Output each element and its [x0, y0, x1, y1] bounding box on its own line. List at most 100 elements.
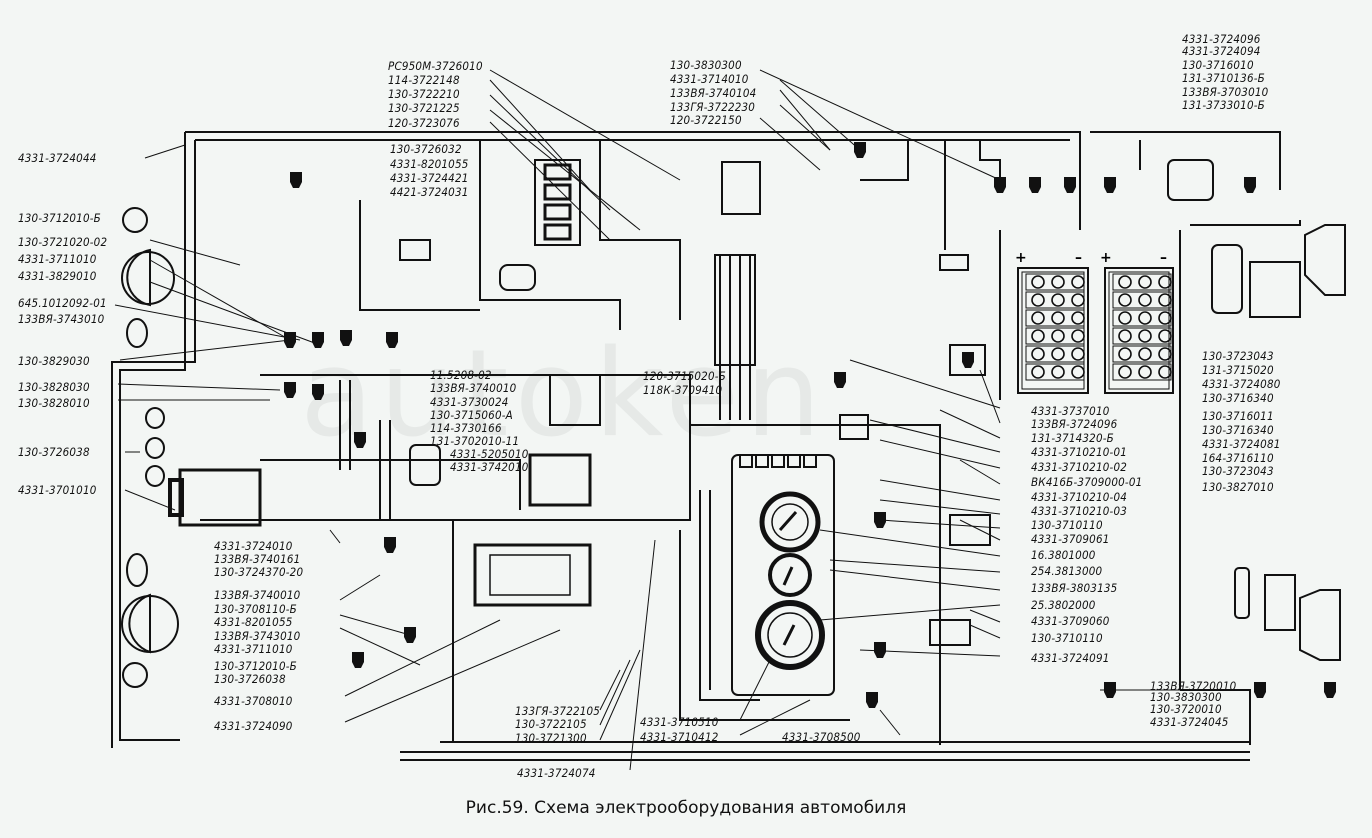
part-label: 130-3716010 [1182, 58, 1254, 72]
part-label: 118К-3709410 [643, 383, 723, 397]
harness-center-box [690, 424, 941, 745]
battery-cell [1138, 311, 1152, 325]
caption-text: Рис.59. Схема электрооборудования автомо… [465, 798, 907, 818]
battery-cell [1071, 275, 1085, 289]
harness-left [119, 132, 186, 741]
battery-cell [1051, 311, 1065, 325]
part-label: 4331-3701010 [18, 483, 97, 497]
battery-right [1104, 267, 1174, 394]
battery-cell [1051, 329, 1065, 343]
harness-left-2 [111, 140, 196, 748]
part-label: 4331-3724096 [1182, 32, 1261, 46]
battery-cell [1071, 329, 1085, 343]
part-label: 130-3710110 [1031, 631, 1103, 645]
right-headlamp-bottom [1299, 589, 1341, 661]
part-label: 4331-3714010 [670, 72, 749, 86]
part-label: 133ВЯ-3720010 [1150, 679, 1237, 693]
part-label: 133ВЯ-3703010 [1182, 85, 1269, 99]
part-label: 4331-3724094 [1182, 44, 1261, 58]
sensor-symbol [386, 332, 398, 348]
part-label: РС950М-3726010 [388, 59, 483, 73]
part-label: 131-3714320-Б [1031, 431, 1114, 445]
tachometer [768, 553, 812, 597]
battery-cell [1031, 347, 1045, 361]
battery-cell-row [1112, 327, 1172, 345]
part-label: 4331-3710210-03 [1031, 504, 1128, 518]
part-label: 130-3721020-02 [18, 235, 108, 249]
sensor-symbol [284, 382, 296, 398]
part-label: 131-3710136-Б [1182, 71, 1265, 85]
part-label: 130-3712010-Б [18, 211, 101, 225]
part-label: 645.1012092-01 [18, 296, 107, 310]
sensor-symbol [1244, 177, 1256, 193]
part-label: 130-3716340 [1202, 391, 1274, 405]
part-label: 130-3720010 [1150, 702, 1222, 716]
battery-terminal-plus: + [1015, 250, 1027, 266]
battery-cell [1138, 329, 1152, 343]
part-label: 130-3828030 [18, 380, 90, 394]
battery-cell [1071, 311, 1085, 325]
fuse-block [534, 159, 581, 246]
part-label: 130-3715060-А [430, 408, 513, 422]
battery-cell [1118, 311, 1132, 325]
harness-right-2 [1190, 220, 1301, 226]
battery-cell [1051, 293, 1065, 307]
part-label: 133ГЯ-3722105 [515, 704, 601, 718]
battery-cell-row [1025, 363, 1085, 381]
part-label: 4331-3742010 [450, 460, 529, 474]
headlamp-left-top-lens [121, 251, 175, 305]
part-label: 131-3715020 [1202, 363, 1274, 377]
part-label: 4421-3724031 [390, 185, 469, 199]
side-lamp-bottom [126, 553, 148, 587]
part-label: 4331-3724010 [214, 539, 293, 553]
battery-cell [1071, 365, 1085, 379]
sensor-symbol [354, 432, 366, 448]
part-label: 130-3723043 [1202, 349, 1274, 363]
sensor-symbol [874, 512, 886, 528]
part-label: 4331-3724081 [1202, 437, 1281, 451]
part-label: 4331-5205010 [450, 447, 529, 461]
part-label: 4331-8201055 [214, 615, 293, 629]
sensor-symbol [352, 652, 364, 668]
battery-cell-row [1112, 345, 1172, 363]
part-label: 120-3722150 [670, 113, 742, 127]
sensor-symbol [340, 330, 352, 346]
sensor-symbol [1104, 177, 1116, 193]
part-label: 4331-3710210-02 [1031, 460, 1128, 474]
part-label: 4331-8201055 [390, 157, 469, 171]
part-label: 4331-3710210-01 [1031, 445, 1128, 459]
sensor-symbol [874, 642, 886, 658]
battery-cell [1051, 365, 1065, 379]
part-label: 130-3827010 [1202, 480, 1274, 494]
part-label: 130-3724370-20 [214, 565, 304, 579]
part-label: 25.3802000 [1031, 598, 1096, 612]
side-lamp-top [126, 318, 148, 348]
right-connector [1249, 261, 1301, 318]
sensor-symbol [384, 537, 396, 553]
part-label: 4331-3724090 [214, 719, 293, 733]
headlamp-left-bottom [128, 593, 151, 654]
part-label: 130-3830300 [1150, 690, 1222, 704]
part-label: 130-3708110-Б [214, 602, 297, 616]
part-label: 130-3726032 [390, 142, 462, 156]
battery-cell [1071, 293, 1085, 307]
right-lower-block [1264, 574, 1296, 631]
starter [473, 543, 592, 607]
part-label: 4331-3724091 [1031, 651, 1110, 665]
battery-cell [1071, 347, 1085, 361]
figure-caption: Рис.59. Схема электрооборудования автомо… [0, 798, 1372, 818]
right-headlamp-top [1304, 224, 1346, 296]
part-label: 130-3710110 [1031, 518, 1103, 532]
part-label: 130-3829030 [18, 354, 90, 368]
right-connector-plug [1211, 244, 1243, 314]
sensor-symbol [994, 177, 1006, 193]
sensor-symbol [1029, 177, 1041, 193]
part-label: 164-3716110 [1202, 451, 1274, 465]
relay-block [721, 161, 761, 215]
part-label: 131-3733010-Б [1182, 98, 1265, 112]
part-label: 133ВЯ-3740161 [214, 552, 301, 566]
sensor-symbol [1254, 682, 1266, 698]
battery-cell-row [1112, 273, 1172, 291]
battery-cell [1118, 293, 1132, 307]
